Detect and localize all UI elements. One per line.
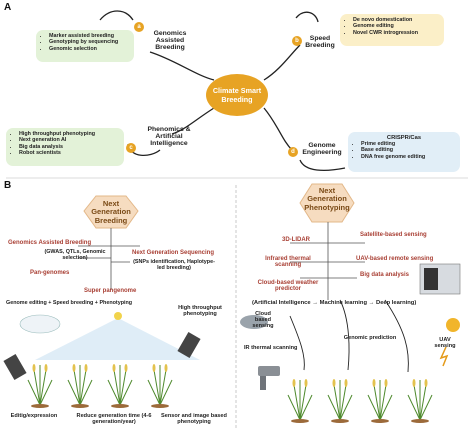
connector-engineering	[263, 107, 293, 151]
list-item: Novel CWR introgression	[353, 30, 440, 36]
list-item: Prime editing	[361, 141, 456, 147]
soil-left	[31, 404, 169, 408]
list-item: De novo domestication	[353, 17, 440, 23]
caption-generation: Reduce generation time (4-6 generation/y…	[76, 413, 152, 425]
genomics-list: Marker assisted breeding Genotyping by s…	[40, 33, 130, 52]
plants-left	[27, 365, 173, 406]
list-item: Marker assisted breeding	[49, 33, 130, 39]
phenomics-box: High throughput phenotyping Next generat…	[6, 128, 124, 166]
super-label: Super pangenome	[84, 288, 137, 294]
badge-b: b	[292, 36, 302, 46]
badge-a: a	[134, 22, 144, 32]
gab-detail: (GWAS, QTLs, Genomic selection)	[44, 249, 106, 261]
ngs-label: Next Generation Sequencing	[132, 250, 215, 256]
panel-b-letter: B	[4, 180, 12, 191]
sun-icon	[446, 318, 460, 332]
hex-label-right: Next Generation Phenotyping	[304, 186, 350, 212]
gab-label: Genomics Assisted Breeding	[8, 240, 92, 246]
list-item: Robot scientists	[19, 150, 120, 156]
list-item: Big data analysis	[19, 144, 120, 150]
cloud-icon	[240, 315, 268, 329]
curl-speed	[295, 11, 319, 23]
cloud-sensing-label: Cloud based sensing	[252, 311, 274, 329]
ir-scanning-label: IR thermal scanning	[244, 345, 298, 351]
hex-label-left: Next Generation Breeding	[91, 199, 131, 225]
cloud-weather-label: Cloud-based weather predictor	[257, 280, 319, 293]
equation-label: Genome editing + Speed breeding + Phenot…	[6, 300, 133, 306]
lidar-label: 3D-LIDAR	[282, 237, 310, 243]
satellite-label: Satellite-based sensing	[360, 232, 427, 238]
ir-scanner-handle	[260, 376, 266, 390]
list-item: Genome editing	[353, 23, 440, 29]
caption-sensor: Sensor and image based phenotyping	[161, 413, 227, 425]
htp-label: High throughput phenotyping	[178, 305, 222, 317]
connector-speed	[263, 44, 301, 81]
list-item: DNA free genome editing	[361, 154, 456, 160]
hexagon-left	[83, 195, 139, 229]
genomics-box: Marker assisted breeding Genotyping by s…	[36, 30, 134, 62]
caption-editing: Editig/expression	[10, 413, 58, 419]
hexagon-right	[299, 183, 355, 223]
speed-title: Speed Breeding	[305, 35, 335, 50]
genomics-title: Genomics Assisted Breeding	[153, 30, 187, 52]
engineering-title: Genome Engineering	[302, 142, 342, 157]
light-cone	[35, 318, 200, 360]
camera-right-icon	[177, 331, 201, 359]
panel-a-letter: A	[4, 2, 12, 13]
big-data-label: Big data analysis	[360, 272, 410, 278]
speed-box: De novo domestication Genome editing Nov…	[340, 14, 444, 46]
connector-genomics	[149, 51, 215, 81]
connector-phenomics	[171, 107, 215, 135]
badge-c: c	[126, 143, 136, 153]
grain-heads-right	[292, 379, 428, 387]
engineering-list: Prime editing Base editing DNA free geno…	[352, 141, 456, 160]
dna-cloud-icon	[19, 314, 61, 334]
pan-label: Pan-genomes	[30, 270, 70, 276]
right-arrows	[289, 299, 409, 373]
crispr-title: CRISPR/Cas	[386, 135, 422, 141]
phenomics-title: Phenomics & Artificial Intelligence	[147, 126, 191, 148]
list-item: Genotyping by sequencing	[49, 39, 130, 45]
ngs-detail: (SNPs identification, Haplotype-led bree…	[133, 259, 215, 271]
center-node: Climate Smart Breeding	[206, 74, 268, 116]
infrared-label: Infrared thermal scanning	[265, 256, 311, 269]
sequencer-screen	[424, 268, 438, 290]
list-item: Genomic selection	[49, 46, 130, 52]
lightning-icon	[439, 346, 449, 367]
list-item: Next generation AI	[19, 137, 120, 143]
phenomics-list: High throughput phenotyping Next generat…	[10, 131, 120, 157]
plants-right	[287, 380, 433, 421]
grain-heads-left	[32, 364, 168, 372]
speed-list: De novo domestication Genome editing Nov…	[344, 17, 440, 36]
list-item: Base editing	[361, 147, 456, 153]
genomic-prediction-label: Genomic prediction	[343, 335, 397, 341]
right-tree-lines	[290, 222, 365, 300]
badge-d: d	[288, 147, 298, 157]
engineering-box: CRISPR/Cas Prime editing Base editing DN…	[348, 132, 460, 172]
curl-engineering	[299, 159, 346, 172]
curl-genomics	[99, 10, 134, 21]
ai-chain-label: (Artificial Intelligence → Machine learn…	[252, 300, 417, 306]
uav-sensing-label: UAV sensing	[434, 337, 456, 349]
list-item: High throughput phenotyping	[19, 131, 120, 137]
bulb-icon	[114, 312, 122, 320]
soil-right	[291, 419, 429, 423]
left-tree-lines	[78, 228, 140, 290]
ir-scanner-icon	[258, 366, 280, 376]
uav-remote-label: UAV-based remote sensing	[356, 256, 434, 262]
camera-left-icon	[3, 353, 27, 381]
